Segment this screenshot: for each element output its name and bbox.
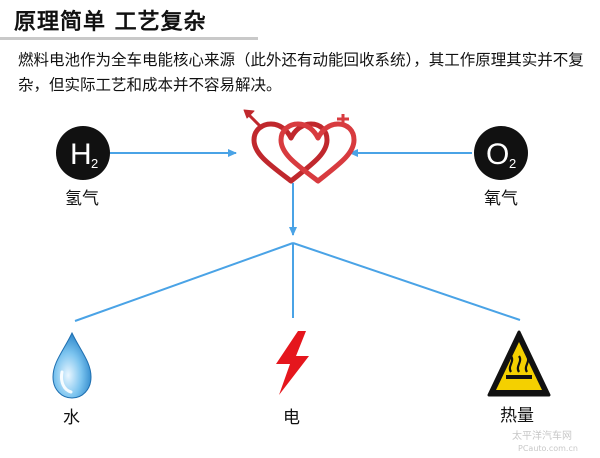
oxygen-symbol: O [486,138,509,171]
heat-label: 热量 [500,406,534,426]
water-drop-icon [52,331,92,399]
linked-hearts-icon [243,109,357,184]
water-label: 水 [63,408,80,428]
hydrogen-node: H 2 [56,126,110,180]
hydrogen-label: 氢气 [65,189,99,209]
page-title: 原理简单 工艺复杂 [14,10,207,35]
title-bar: 原理简单 工艺复杂 [0,0,255,38]
oxygen-subscript: 2 [509,156,516,171]
hot-surface-warning-icon [487,330,551,397]
branch-line-heat [292,242,521,321]
oxygen-node: O 2 [474,126,528,180]
description-text: 燃料电池作为全车电能核心来源（此外还有动能回收系统），其工作原理其实并不复杂，但… [18,51,584,94]
hydrogen-symbol: H [70,138,92,171]
lightning-bolt-icon [276,331,309,395]
oxygen-label: 氧气 [484,189,518,209]
watermark: 太平洋汽车网 PCauto.com.cn [512,429,578,453]
title-accent [0,37,258,40]
watermark-line1: 太平洋汽车网 [512,429,572,442]
branch-line-water [74,242,294,322]
watermark-line2: PCauto.com.cn [518,444,578,453]
hydrogen-subscript: 2 [91,156,98,171]
electricity-label: 电 [283,408,300,428]
title-underline [0,37,600,40]
